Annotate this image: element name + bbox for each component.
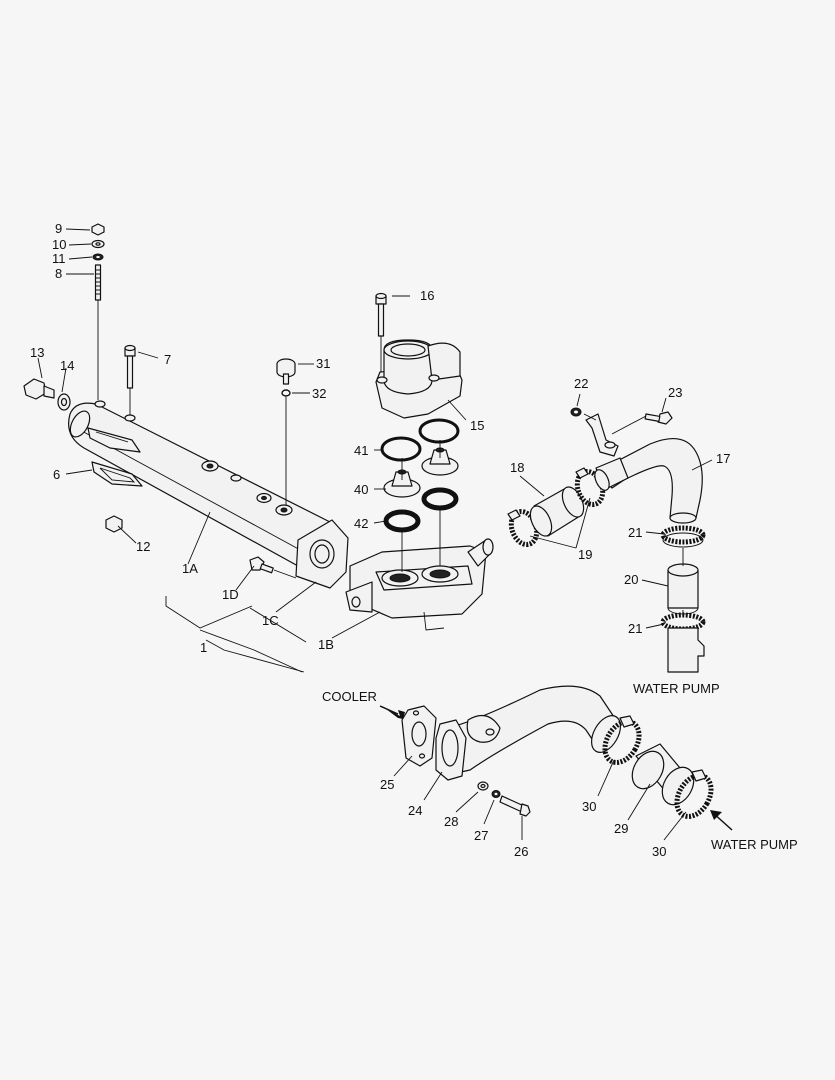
label-11: 11 — [52, 251, 66, 266]
caption-water-pump-bottom: WATER PUMP — [711, 837, 798, 852]
label-1a: 1A — [182, 561, 198, 576]
caption-cooler: COOLER — [322, 689, 377, 704]
part-26-bolt — [499, 795, 531, 817]
label-1b: 1B — [318, 637, 334, 652]
label-1d: 1D — [222, 587, 239, 602]
label-15: 15 — [470, 418, 484, 433]
label-12: 12 — [136, 539, 150, 554]
part-21-clamp-top — [660, 525, 706, 548]
label-8: 8 — [55, 266, 62, 281]
part-11-lockwasher — [92, 253, 104, 261]
part-30-clamp-upper — [602, 715, 642, 765]
part-12-plug — [105, 515, 123, 533]
part-22-washer — [570, 407, 582, 417]
label-13: 13 — [30, 345, 44, 360]
part-21-clamp-bottom — [660, 612, 706, 632]
label-10: 10 — [52, 237, 66, 252]
label-32: 32 — [312, 386, 326, 401]
part-40-thermostats — [383, 447, 459, 498]
part-29-hose — [631, 743, 695, 806]
label-26: 26 — [514, 844, 528, 859]
label-18: 18 — [510, 460, 524, 475]
part-24-pipe — [435, 685, 622, 781]
part-1a-manifold-pipe — [68, 400, 340, 575]
part-9-nut — [91, 223, 105, 236]
label-6: 6 — [53, 467, 60, 482]
label-40: 40 — [354, 482, 368, 497]
label-7: 7 — [164, 352, 171, 367]
label-30-lower: 30 — [652, 844, 666, 859]
label-19: 19 — [578, 547, 592, 562]
part-17-elbow-pipe — [594, 437, 703, 524]
label-24: 24 — [408, 803, 422, 818]
part-13-plug — [23, 378, 55, 400]
label-1: 1 — [200, 640, 207, 655]
label-30-upper: 30 — [582, 799, 596, 814]
water-pump-stub — [667, 548, 705, 673]
label-9: 9 — [55, 221, 62, 236]
label-1c: 1C — [262, 613, 279, 628]
part-7-bolt — [124, 344, 136, 389]
label-20: 20 — [624, 572, 638, 587]
part-41-o-rings — [380, 418, 460, 462]
part-15-thermostat-cover — [375, 339, 463, 419]
leader-lines — [37, 228, 713, 841]
label-28: 28 — [444, 814, 458, 829]
part-27-lockwasher — [491, 790, 501, 798]
part-1d-bolt — [249, 556, 274, 574]
arrow-to-cooler — [379, 705, 405, 719]
part-1c-flange — [295, 519, 349, 589]
caption-water-pump-top: WATER PUMP — [633, 681, 720, 696]
label-25: 25 — [380, 777, 394, 792]
part-14-gasket-ring — [57, 393, 71, 411]
label-23: 23 — [668, 385, 682, 400]
part-31-bolt — [276, 358, 296, 385]
part-1b-thermostat-housing — [345, 538, 494, 631]
label-17: 17 — [716, 451, 730, 466]
part-32-o-ring — [281, 389, 291, 397]
label-29: 29 — [614, 821, 628, 836]
label-21-bottom: 21 — [628, 621, 642, 636]
part-30-clamp-lower — [674, 769, 714, 819]
part-17-bracket — [585, 413, 619, 457]
label-42: 42 — [354, 516, 368, 531]
label-27: 27 — [474, 828, 488, 843]
part-28-washer — [477, 781, 489, 791]
part-8-stud — [94, 264, 102, 301]
part-16-bolt — [375, 292, 387, 337]
part-10-washer — [91, 239, 105, 249]
arrow-from-water-pump — [710, 810, 733, 831]
label-22: 22 — [574, 376, 588, 391]
label-16: 16 — [420, 288, 434, 303]
part-20-hose — [667, 563, 699, 615]
label-31: 31 — [316, 356, 330, 371]
label-14: 14 — [60, 358, 74, 373]
label-41: 41 — [354, 443, 368, 458]
label-21-top: 21 — [628, 525, 642, 540]
part-labels: 9 10 11 8 13 14 7 6 12 1A 1D 1C 1 1B 16 … — [30, 221, 798, 859]
part-23-bolt — [644, 411, 673, 425]
part-25-gasket — [401, 705, 437, 767]
